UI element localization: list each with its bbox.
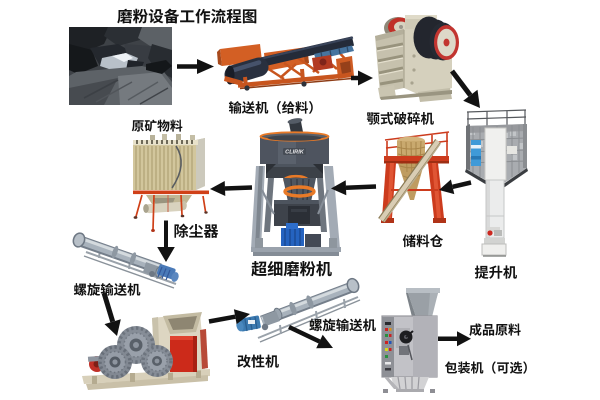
- svg-text:CLIRIK: CLIRIK: [285, 150, 305, 156]
